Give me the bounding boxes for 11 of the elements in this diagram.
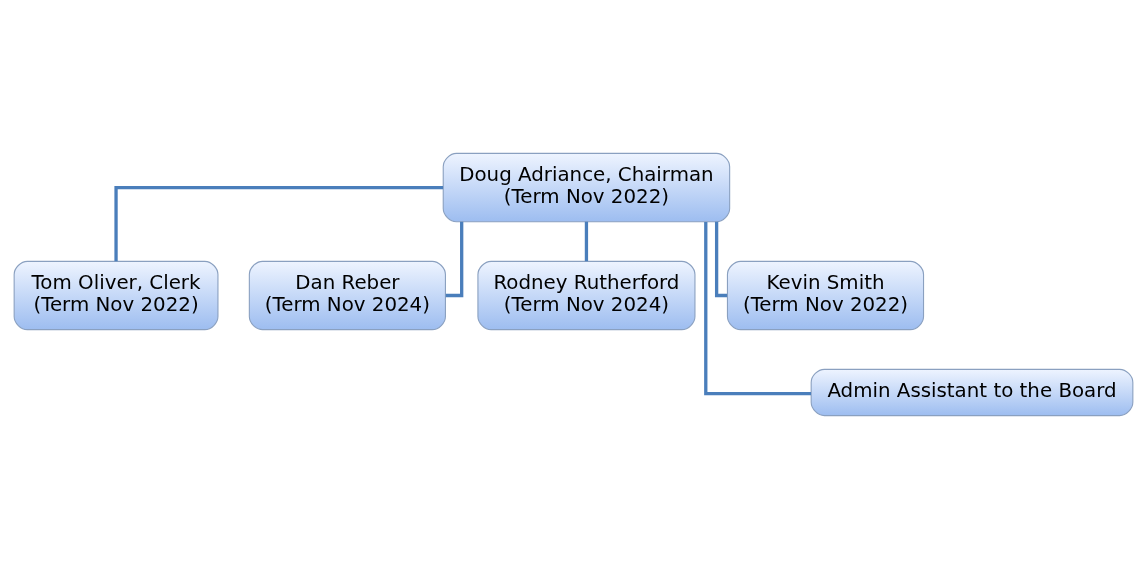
connector xyxy=(714,221,728,297)
node-box: Doug Adriance, Chairman (Term Nov 2022) xyxy=(442,152,731,222)
node-box: Tom Oliver, Clerk (Term Nov 2022) xyxy=(13,260,219,330)
node-box: Kevin Smith (Term Nov 2022) xyxy=(726,260,925,330)
node-box: Admin Assistant to the Board xyxy=(810,368,1134,416)
connector xyxy=(445,221,464,297)
connector xyxy=(704,221,811,395)
node-box: Dan Reber (Term Nov 2024) xyxy=(248,260,446,330)
node-box: Rodney Rutherford (Term Nov 2024) xyxy=(477,260,696,330)
connector xyxy=(114,185,444,261)
connector xyxy=(584,221,589,261)
